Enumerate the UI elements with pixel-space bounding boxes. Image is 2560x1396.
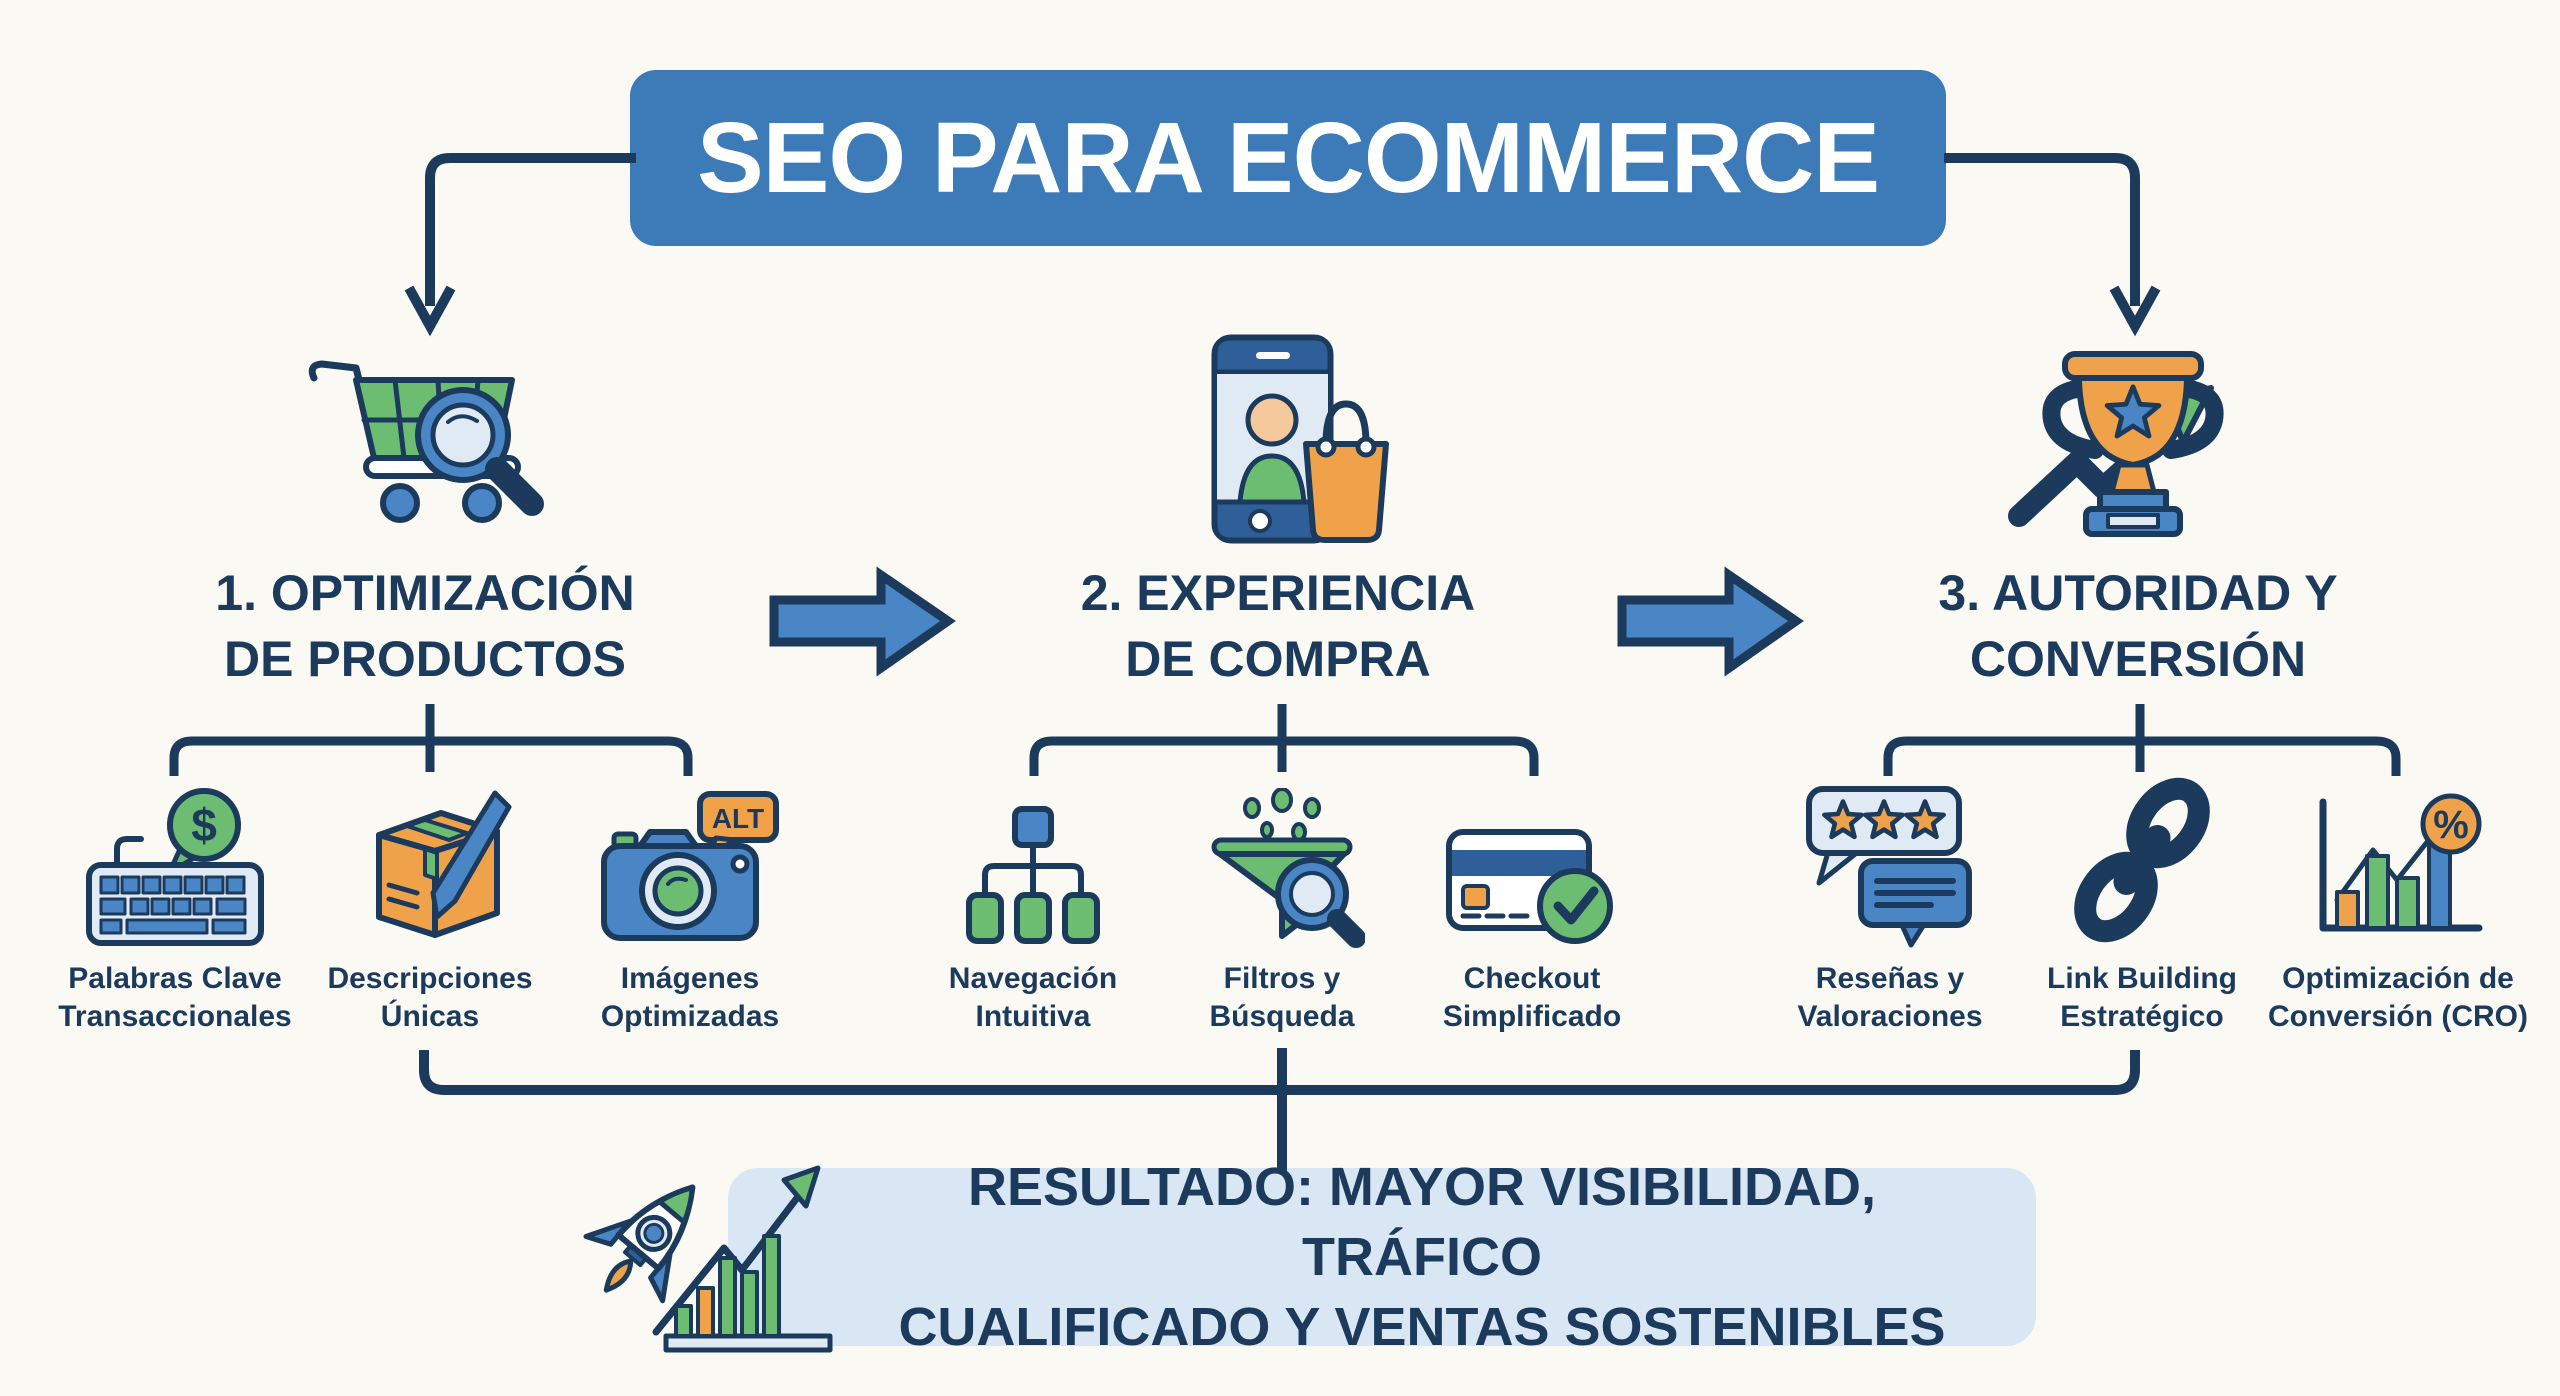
title-banner: SEO PARA ECOMMERCE: [630, 70, 1946, 246]
cart-search-icon: [300, 338, 550, 533]
rocket-growth-icon: [578, 1140, 838, 1360]
box-pen-icon: [260, 780, 600, 948]
flow-arrow-2: [1617, 566, 1804, 677]
title-text: SEO PARA ECOMMERCE: [696, 101, 1880, 214]
bracket-col3: [1883, 736, 2401, 776]
sub-item-resenas: Reseñas y Valoraciones: [1720, 780, 2060, 1036]
arrowhead-right: [2109, 285, 2161, 337]
sub-item-link-building: Link Building Estratégico: [1972, 777, 2312, 1036]
keyboard-dollar-icon: $: [5, 780, 345, 948]
alt-glyph: ALT: [711, 803, 763, 834]
sub-item-descripciones: Descripciones Únicas: [260, 780, 600, 1036]
flow-arrow-1: [769, 566, 956, 677]
sub-item-label: Link Building Estratégico: [2047, 962, 2237, 1033]
percent-glyph: %: [2433, 803, 2469, 847]
card-check-icon: [1362, 780, 1702, 948]
bracket-col1: [169, 736, 693, 776]
sub-item-label: Reseñas y Valoraciones: [1797, 962, 1983, 1033]
result-banner: RESULTADO: MAYOR VISIBILIDAD, TRÁFICO CU…: [728, 1157, 2036, 1357]
sub-item-palabras-clave: $ Palabras Clave Transaccionales: [5, 780, 345, 1036]
chain-links-icon: [1972, 777, 2312, 948]
dollar-glyph: $: [191, 799, 217, 851]
sub-item-label: Imágenes Optimizadas: [600, 962, 780, 1033]
sub-item-cro: % Optimización de Conversión (CRO): [2228, 780, 2560, 1036]
sub-item-label: Checkout Simplificado: [1442, 962, 1622, 1033]
sub-item-navegacion: Navegación Intuitiva: [863, 780, 1203, 1036]
sub-item-label: Filtros y Búsqueda: [1209, 962, 1355, 1033]
phone-bag-icon: [1190, 332, 1400, 547]
result-text: RESULTADO: MAYOR VISIBILIDAD, TRÁFICO CU…: [898, 1157, 1946, 1357]
sub-item-label: Palabras Clave Transaccionales: [58, 962, 292, 1033]
trophy-growth-icon: [2003, 340, 2268, 540]
bar-chart-percent-icon: %: [2228, 780, 2560, 948]
sub-item-checkout: Checkout Simplificado: [1362, 780, 1702, 1036]
review-stars-icon: [1720, 780, 2060, 948]
wire-title-left: [425, 153, 636, 306]
arrowhead-left: [404, 285, 456, 337]
sub-item-label: Descripciones Únicas: [327, 962, 533, 1033]
wire-title-right: [1944, 153, 2140, 306]
sitemap-icon: [863, 780, 1203, 948]
camera-alt-icon: ALT: [520, 780, 860, 948]
column-heading-1: 1. OPTIMIZACIÓN DE PRODUCTOS: [215, 565, 635, 687]
funnel-search-icon: [1112, 780, 1452, 948]
sub-item-imagenes: ALT Imágenes Optimizadas: [520, 780, 860, 1036]
sub-item-filtros: Filtros y Búsqueda: [1112, 780, 1452, 1036]
bracket-col2: [1029, 736, 1539, 776]
sub-item-label: Navegación Intuitiva: [948, 962, 1118, 1033]
column-heading-3: 3. AUTORIDAD Y CONVERSIÓN: [1938, 565, 2338, 687]
column-heading-2: 2. EXPERIENCIA DE COMPRA: [1080, 565, 1476, 687]
sub-item-label: Optimización de Conversión (CRO): [2267, 962, 2528, 1033]
bracket-result: [419, 1050, 2140, 1095]
